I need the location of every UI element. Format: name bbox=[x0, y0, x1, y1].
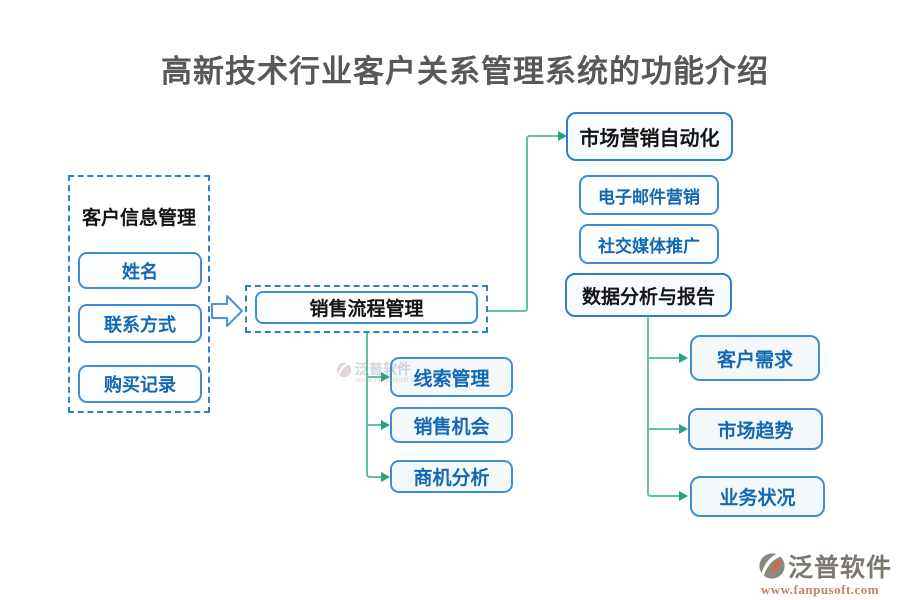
node-social-media-promotion: 社交媒体推广 bbox=[579, 224, 719, 264]
node-market-trends: 市场趋势 bbox=[688, 408, 823, 450]
sales-process-group-box bbox=[245, 285, 488, 333]
watermark-text: 泛普软件 bbox=[355, 361, 411, 377]
customer-info-group-box bbox=[68, 175, 210, 413]
watermark-url: www.fanpusoft.com bbox=[355, 377, 427, 384]
arrowhead-icons bbox=[381, 131, 688, 501]
node-contact-method: 联系方式 bbox=[78, 304, 202, 343]
node-name: 姓名 bbox=[78, 252, 202, 289]
block-arrow-right-icon bbox=[211, 295, 243, 327]
page-title: 高新技术行业客户关系管理系统的功能介绍 bbox=[161, 54, 769, 89]
node-marketing-automation: 市场营销自动化 bbox=[566, 112, 733, 161]
footer-logo: 泛普软件 www.fanpusoft.com bbox=[758, 548, 892, 598]
node-data-analysis-reports: 数据分析与报告 bbox=[565, 273, 732, 317]
node-opportunity-analysis: 商机分析 bbox=[390, 460, 513, 493]
watermark-logo-icon bbox=[336, 362, 352, 378]
footer-brand-text: 泛普软件 bbox=[788, 554, 893, 582]
node-sales-opportunity: 销售机会 bbox=[390, 407, 513, 443]
node-customer-needs: 客户需求 bbox=[690, 335, 820, 381]
fanpu-logo-icon bbox=[759, 553, 785, 579]
node-sales-process: 销售流程管理 bbox=[255, 291, 478, 324]
customer-info-label: 客户信息管理 bbox=[81, 207, 196, 229]
node-purchase-record: 购买记录 bbox=[78, 365, 202, 403]
watermark: 泛普软件 www.fanpusoft.com bbox=[336, 362, 426, 384]
footer-url-text: www.fanpusoft.com bbox=[760, 582, 880, 597]
node-lead-management: 线索管理 bbox=[390, 357, 513, 397]
node-business-status: 业务状况 bbox=[690, 476, 825, 517]
node-email-marketing: 电子邮件营销 bbox=[579, 175, 719, 215]
